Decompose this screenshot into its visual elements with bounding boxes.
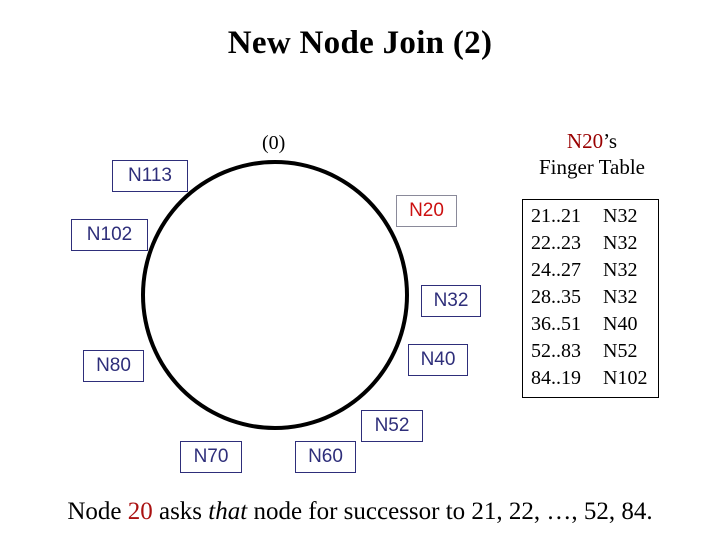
ring-node-n20: N20: [396, 195, 457, 227]
finger-table-row: 36..51 N40: [523, 311, 658, 338]
finger-range: 28..35: [531, 286, 581, 308]
ring-node-n102: N102: [71, 219, 148, 251]
finger-target-node: N52: [603, 340, 638, 362]
ring-node-n32: N32: [421, 285, 481, 317]
chord-ring-circle: [141, 160, 409, 430]
ring-node-n40: N40: [408, 344, 468, 376]
finger-target-node: N32: [603, 205, 638, 227]
finger-target-node: N32: [603, 259, 638, 281]
ring-origin-label: (0): [262, 132, 286, 154]
finger-table-heading: N20’s Finger Table: [497, 128, 687, 180]
finger-table-row: 24..27 N32: [523, 257, 658, 284]
finger-target-node: N32: [603, 286, 638, 308]
finger-table-row: 28..35 N32: [523, 284, 658, 311]
caption-part3: node for successor to 21, 22, …, 52, 84.: [247, 498, 653, 525]
ring-node-n80: N80: [83, 350, 144, 382]
ring-node-n60: N60: [295, 441, 356, 473]
caption-emphasis: that: [208, 498, 248, 525]
finger-table-owner-suffix: ’s: [603, 129, 618, 153]
finger-table-row: 21..21 N32: [523, 203, 658, 230]
finger-table-heading-line2: Finger Table: [538, 155, 646, 179]
finger-range: 22..23: [531, 232, 581, 254]
caption-part2: asks: [152, 498, 209, 525]
ring-node-n70: N70: [180, 441, 242, 473]
page-title: New Node Join (2): [227, 25, 493, 61]
finger-table-owner: N20: [566, 129, 604, 153]
finger-target-node: N40: [603, 313, 638, 335]
finger-range: 21..21: [531, 205, 581, 227]
ring-node-n52: N52: [361, 410, 423, 442]
finger-range: 36..51: [531, 313, 581, 335]
finger-range: 52..83: [531, 340, 581, 362]
finger-table-row: 84..19 N102: [523, 365, 658, 392]
finger-target-node: N102: [603, 367, 648, 389]
finger-range: 84..19: [531, 367, 581, 389]
finger-range: 24..27: [531, 259, 581, 281]
ring-node-n113: N113: [112, 160, 188, 192]
finger-table-row: 52..83 N52: [523, 338, 658, 365]
caption-highlight-node: 20: [127, 498, 153, 525]
caption-part1: Node: [67, 498, 128, 525]
slide-caption: Node 20 asks that node for successor to …: [0, 498, 720, 526]
finger-target-node: N32: [603, 232, 638, 254]
finger-table-row: 22..23 N32: [523, 230, 658, 257]
